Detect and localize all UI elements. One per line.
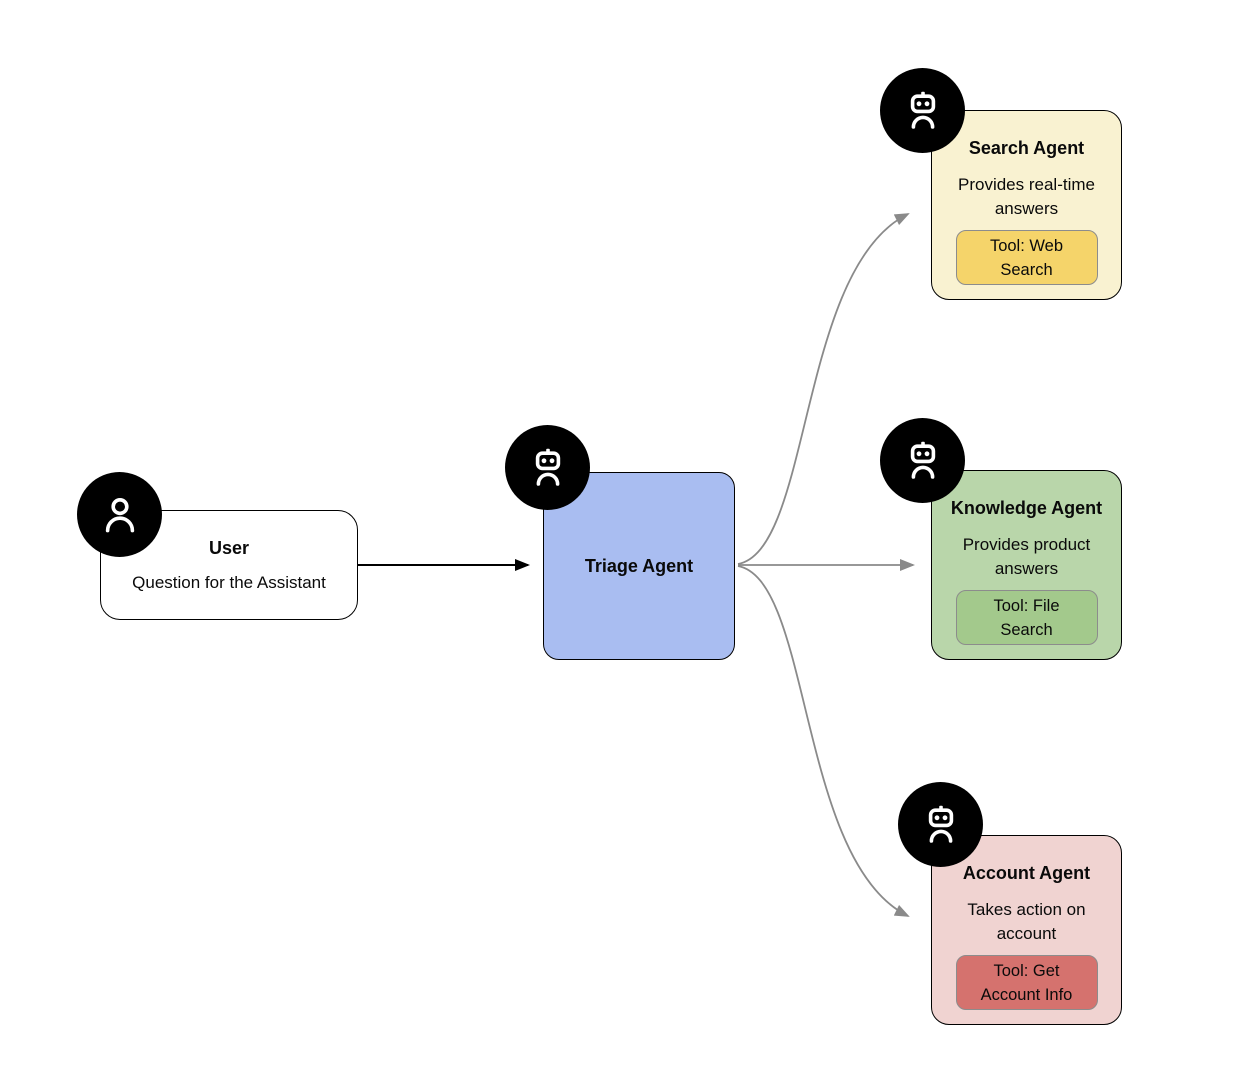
knowledge-agent-tool-label: Tool: File Search (993, 596, 1060, 639)
edge-triage-to-account (737, 565, 910, 917)
knowledge-agent-description: Provides product answers (962, 535, 1091, 578)
knowledge-agent-tool: Tool: File Search (955, 590, 1098, 645)
user-badge (77, 472, 162, 557)
search-agent-title: Search Agent (968, 138, 1085, 158)
triage-title: Triage Agent (584, 555, 694, 576)
robot-icon (535, 448, 560, 486)
account-agent-badge (898, 782, 983, 867)
knowledge-agent-title: Knowledge Agent (950, 498, 1103, 518)
knowledge-agent-badge (880, 418, 965, 503)
user-subtitle: Question for the Assistant (132, 572, 326, 592)
account-agent-tool: Tool: Get Account Info (955, 955, 1098, 1010)
robot-icon (910, 441, 935, 479)
edge-triage-to-search (737, 213, 910, 565)
account-agent-tool-label: Tool: Get Account Info (980, 961, 1073, 1004)
robot-icon (928, 805, 953, 843)
triage-badge (505, 425, 590, 510)
node-triage-agent: Triage Agent (543, 472, 735, 660)
search-agent-tool-label: Tool: Web Search (989, 236, 1064, 279)
node-knowledge-agent: Knowledge Agent Provides product answers… (931, 470, 1122, 660)
account-agent-description: Takes action on account (967, 900, 1086, 943)
robot-icon (910, 91, 935, 129)
person-icon (105, 497, 134, 532)
user-title: User (208, 537, 250, 558)
search-agent-tool: Tool: Web Search (955, 230, 1098, 285)
node-search-agent: Search Agent Provides real-time answers … (931, 110, 1122, 300)
account-agent-title: Account Agent (962, 863, 1091, 883)
node-account-agent: Account Agent Takes action on account To… (931, 835, 1122, 1025)
search-agent-badge (880, 68, 965, 153)
search-agent-description: Provides real-time answers (958, 175, 1095, 218)
